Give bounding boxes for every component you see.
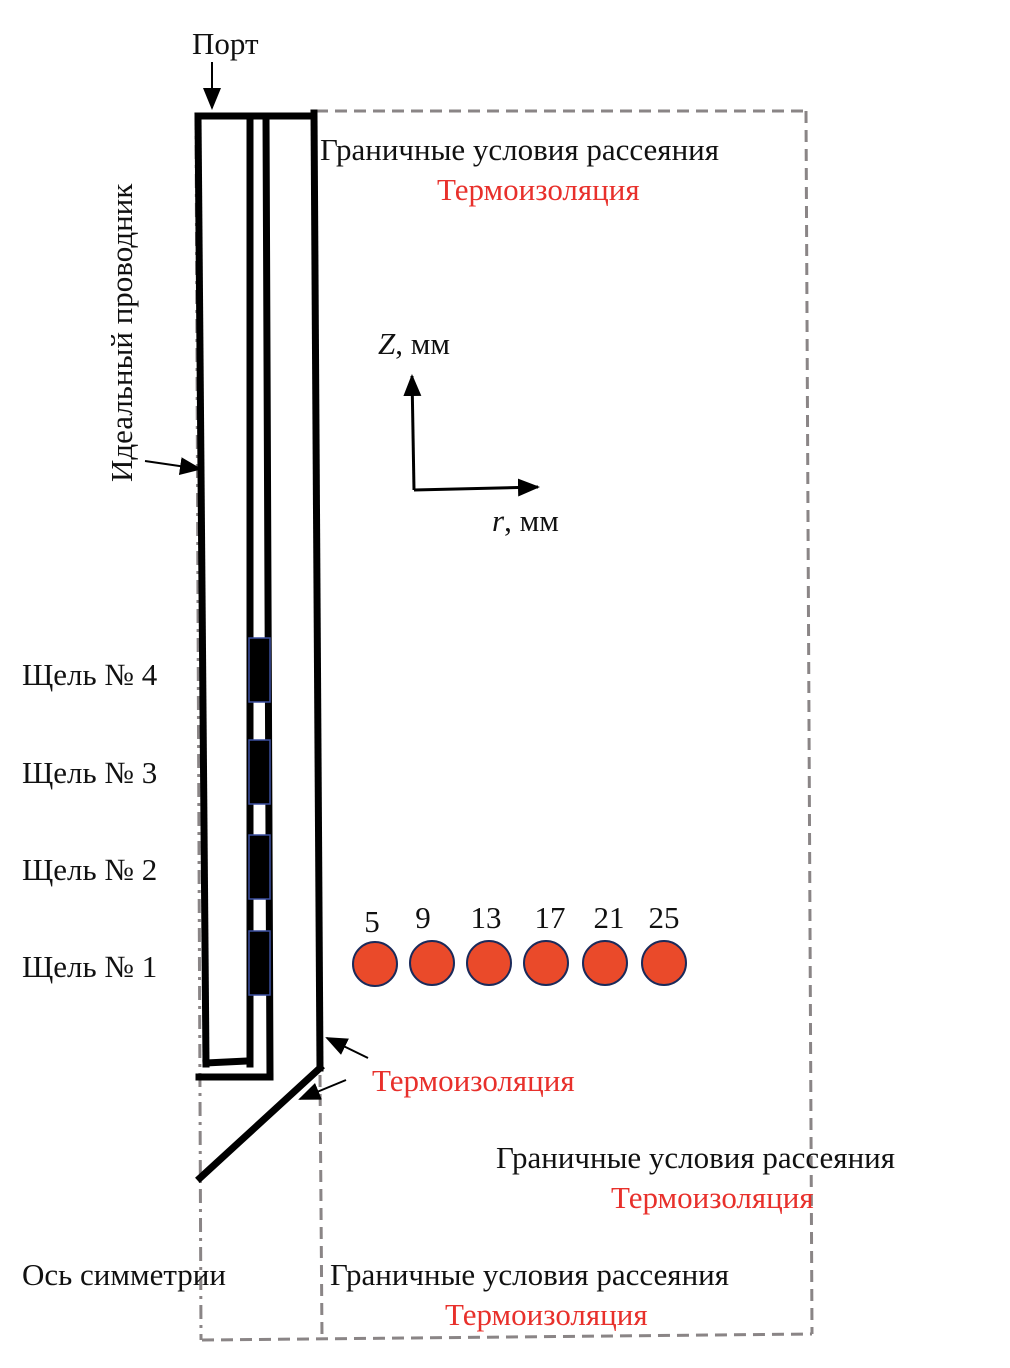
probe-label: 9 xyxy=(415,900,431,935)
insulation-arrow-2 xyxy=(298,1079,347,1100)
slot-label-2: Щель № 2 xyxy=(22,852,157,887)
insulation-label-bottom: Термоизоляция xyxy=(445,1297,648,1332)
probes xyxy=(352,940,687,987)
insulation-label-top: Термоизоляция xyxy=(437,172,640,207)
probe-label: 13 xyxy=(471,900,502,935)
probe-13 xyxy=(466,940,512,986)
scatter-boundary xyxy=(201,109,814,1342)
slot-4 xyxy=(248,637,271,703)
bc-label-bottom: Граничные условия рассеяния xyxy=(330,1257,729,1292)
slots xyxy=(248,637,271,996)
slot-label-3: Щель № 3 xyxy=(22,755,157,790)
insulation-arrow-1 xyxy=(325,1037,369,1059)
slot-label-1: Щель № 1 xyxy=(22,949,157,984)
probe-label: 17 xyxy=(535,900,566,935)
symmetry-axis-label: Ось симметрии xyxy=(22,1257,226,1292)
probe-label: 21 xyxy=(594,900,625,935)
bc-label-right: Граничные условия рассеяния xyxy=(496,1140,895,1175)
r-axis-label: r, мм xyxy=(492,503,559,538)
slot-2 xyxy=(248,834,271,900)
probe-9 xyxy=(409,940,455,986)
probe-labels: 5 9 13 17 21 25 xyxy=(364,900,679,939)
z-axis-label: Z, мм xyxy=(378,326,450,361)
probe-5 xyxy=(352,941,398,987)
conductor-arrow xyxy=(144,457,202,476)
r-axis-arrow xyxy=(413,478,540,497)
probe-label: 25 xyxy=(649,900,680,935)
probe-label: 5 xyxy=(364,904,380,939)
probe-17 xyxy=(523,940,569,986)
bc-label-top: Граничные условия рассеяния xyxy=(320,132,719,167)
probe-21 xyxy=(582,940,628,986)
probe-25 xyxy=(641,940,687,986)
z-axis-arrow xyxy=(403,374,422,491)
slot-1 xyxy=(248,930,271,996)
insulation-label-right: Термоизоляция xyxy=(611,1180,814,1215)
slot-3 xyxy=(248,739,271,805)
port-label: Порт xyxy=(192,26,259,61)
antenna-conductor xyxy=(194,109,325,1183)
slot-label-4: Щель № 4 xyxy=(22,657,158,692)
ideal-conductor-label: Идеальный проводник xyxy=(104,183,139,482)
insulation-label-cone: Термоизоляция xyxy=(372,1063,575,1098)
